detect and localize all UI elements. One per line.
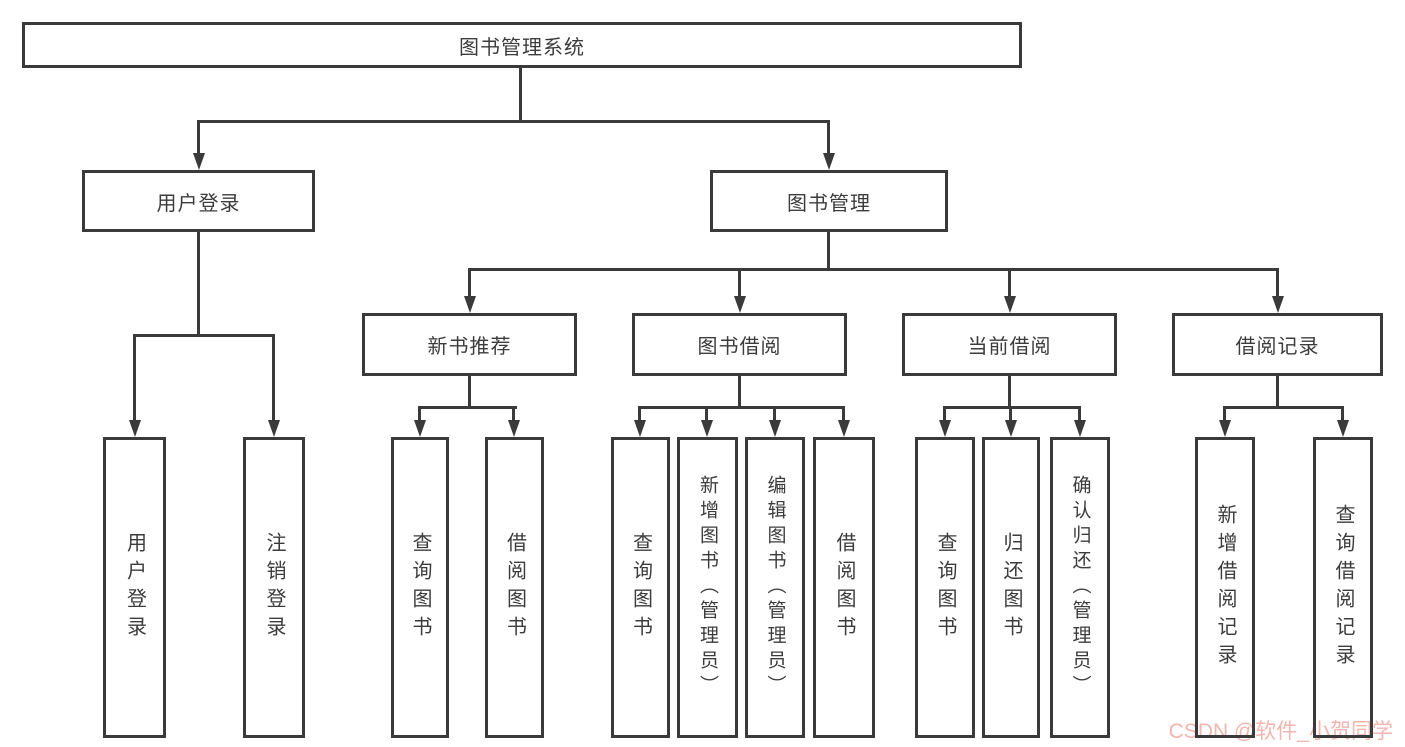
arrow-down-icon [508, 420, 520, 437]
leaf-label: 归还图书 [1000, 531, 1022, 644]
connector-book-mgmt-branch [468, 268, 1279, 271]
arrow-down-icon [1272, 296, 1284, 313]
node-user-login: 用户登录 [82, 170, 315, 232]
leaf-label: 用户登录 [123, 531, 146, 644]
node-user-login-label: 用户登录 [156, 192, 241, 215]
leaf-label: 新增借阅记录 [1214, 503, 1236, 672]
node-new-books-label: 新书推荐 [427, 336, 512, 358]
leaf-label: 查询图书 [409, 531, 431, 644]
leaf-label: 新增图书（管理员） [697, 475, 718, 700]
connector-current-borrow-branch [943, 406, 1081, 409]
connector-book-borrow-stem [738, 376, 741, 406]
arrow-down-icon [268, 420, 280, 437]
leaf-logout: 注销登录 [243, 437, 305, 738]
connector-drop-book-mgmt [827, 120, 830, 154]
arrow-down-icon [1219, 420, 1231, 437]
arrow-down-icon [701, 420, 713, 437]
connector-root-branch [198, 120, 830, 123]
connector-drop-leaf [1078, 406, 1081, 421]
connector-drop-leaf [705, 406, 708, 421]
connector-drop-level3 [738, 268, 741, 297]
arrow-down-icon [734, 296, 746, 313]
connector-drop-leaf [1341, 406, 1344, 421]
leaf-add-books-admin: 新增图书（管理员） [677, 437, 738, 738]
arrow-down-icon [1337, 420, 1349, 437]
arrow-down-icon [769, 420, 781, 437]
arrow-down-icon [1005, 420, 1017, 437]
connector-user-login-stem [197, 232, 200, 334]
leaf-label: 查询图书 [629, 531, 652, 644]
connector-drop-leaf [638, 406, 641, 421]
connector-drop-leaf [943, 406, 946, 421]
leaf-label: 借阅图书 [833, 531, 855, 644]
connector-book-mgmt-stem [827, 232, 830, 268]
node-root-label: 图书管理系统 [459, 36, 585, 59]
connector-borrow-records-branch [1223, 406, 1344, 409]
leaf-query-borrow-record: 查询借阅记录 [1313, 437, 1373, 738]
leaf-borrow-books: 借阅图书 [813, 437, 875, 738]
leaf-query-books: 查询图书 [915, 437, 975, 738]
arrow-down-icon [823, 153, 835, 170]
arrow-down-icon [129, 420, 141, 437]
connector-new-books-branch [418, 406, 517, 409]
arrow-down-icon [634, 420, 646, 437]
arrow-down-icon [414, 420, 426, 437]
leaf-label: 确认归还（管理员） [1069, 475, 1091, 700]
leaf-add-borrow-record: 新增借阅记录 [1195, 437, 1255, 738]
connector-drop-level3 [468, 268, 471, 297]
node-book-mgmt-label: 图书管理 [787, 192, 871, 215]
leaf-label: 注销登录 [263, 531, 285, 644]
connector-drop-leaf [1223, 406, 1226, 421]
node-new-books: 新书推荐 [362, 313, 577, 376]
node-book-borrow: 图书借阅 [632, 313, 847, 376]
connector-user-login-branch [133, 334, 275, 337]
arrow-down-icon [1074, 420, 1086, 437]
leaf-label: 编辑图书（管理员） [764, 475, 786, 700]
connector-new-books-stem [468, 376, 471, 406]
leaf-label: 查询借阅记录 [1332, 503, 1354, 672]
leaf-label: 查询图书 [934, 531, 956, 644]
arrow-down-icon [1004, 296, 1016, 313]
leaf-query-books: 查询图书 [391, 437, 449, 738]
arrow-down-icon [939, 420, 951, 437]
arrow-down-icon [838, 420, 850, 437]
leaf-label: 借阅图书 [503, 531, 526, 644]
connector-drop-leaf [773, 406, 776, 421]
node-root: 图书管理系统 [22, 22, 1022, 68]
node-current-borrow-label: 当前借阅 [967, 336, 1052, 358]
connector-drop-leaf [418, 406, 421, 421]
connector-drop-leaf [133, 334, 136, 421]
node-borrow-records: 借阅记录 [1172, 313, 1383, 376]
node-current-borrow: 当前借阅 [902, 313, 1117, 376]
connector-drop-leaf [512, 406, 515, 421]
node-book-mgmt: 图书管理 [710, 170, 948, 232]
node-book-borrow-label: 图书借阅 [697, 336, 782, 358]
connector-drop-level3 [1008, 268, 1011, 297]
leaf-return-books: 归还图书 [982, 437, 1040, 738]
connector-drop-user-login [197, 120, 200, 154]
connector-borrow-records-stem [1276, 376, 1279, 406]
connector-drop-leaf [842, 406, 845, 421]
leaf-edit-books-admin: 编辑图书（管理员） [745, 437, 805, 738]
connector-current-borrow-stem [1008, 376, 1011, 406]
arrow-down-icon [464, 296, 476, 313]
arrow-down-icon [193, 153, 205, 170]
node-borrow-records-label: 借阅记录 [1235, 336, 1320, 358]
leaf-query-books: 查询图书 [611, 437, 670, 738]
leaf-confirm-return-admin: 确认归还（管理员） [1050, 437, 1110, 738]
connector-drop-leaf [272, 334, 275, 421]
connector-root-stem [519, 68, 522, 120]
connector-book-borrow-branch [638, 406, 845, 409]
connector-drop-leaf [1009, 406, 1012, 421]
connector-drop-level3 [1276, 268, 1279, 297]
leaf-borrow-books: 借阅图书 [485, 437, 544, 738]
leaf-user-login: 用户登录 [103, 437, 166, 738]
